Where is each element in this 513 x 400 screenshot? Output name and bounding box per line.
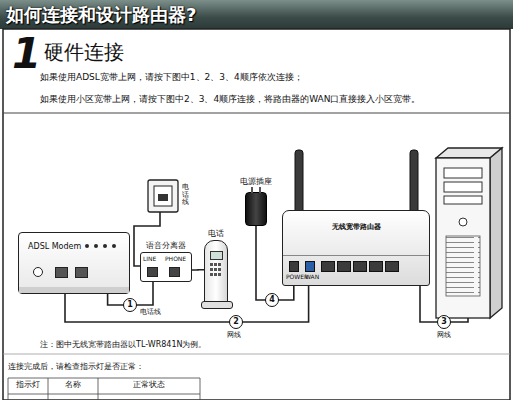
instruction-text: 如果使用小区宽带上网，请按下图中2、3、4顺序连接，将路由器的WAN口直接接入小… <box>40 94 420 105</box>
phone-key <box>218 273 221 276</box>
cable-connector <box>192 269 204 271</box>
port-label: POWER <box>286 273 308 280</box>
cable-label: 电话线 <box>182 184 189 207</box>
divider-line <box>3 354 510 355</box>
phone-key <box>210 268 213 271</box>
phone-base <box>201 301 233 309</box>
note-text: 注：图中无线宽带路由器以TL-WR841N为例。 <box>40 340 207 350</box>
drawing-part <box>158 194 168 201</box>
drawing-part <box>148 180 178 212</box>
phone-key <box>214 268 217 271</box>
node-label: 无线宽带路由器 <box>283 223 429 232</box>
port-label: WAN <box>305 273 319 280</box>
drawing-part <box>444 196 482 204</box>
drawing-part <box>444 182 482 192</box>
drawing-part <box>48 378 49 400</box>
router-port <box>337 261 351 272</box>
modem-base <box>19 287 129 293</box>
modem-port <box>55 267 68 278</box>
step-number: 1 <box>12 32 41 76</box>
modem-led <box>103 244 107 248</box>
status-table-grid <box>8 378 200 400</box>
router-port <box>353 261 367 272</box>
page-title: 如何连接和设计路由器? <box>6 4 196 25</box>
drawing-part <box>98 378 99 400</box>
drawing-part <box>446 236 480 296</box>
power-adapter: 电源插座 <box>240 176 272 226</box>
plug-prong <box>259 187 261 193</box>
pc-tower <box>436 148 502 318</box>
divider-line <box>3 113 510 114</box>
page-frame <box>3 29 510 400</box>
drawing-part <box>8 378 9 400</box>
drawing-part <box>490 148 502 318</box>
drawing-part <box>295 150 303 214</box>
drawing-part <box>459 218 467 226</box>
section-heading: 硬件连接 <box>44 40 124 64</box>
node-label: ADSL Modem <box>28 242 81 252</box>
phone-key <box>214 263 217 266</box>
phone-line-wire <box>134 212 160 266</box>
modem-led <box>112 244 116 248</box>
phone-key <box>214 273 217 276</box>
drawing-part <box>200 378 201 400</box>
callout-number: 2 <box>229 315 243 329</box>
telephone: 电话 <box>204 228 228 306</box>
telephone-body <box>204 240 228 306</box>
phone-screen <box>210 251 223 260</box>
instruction-text: 连接完成后，请检查指示灯是否正常： <box>8 362 144 372</box>
drawing-part <box>8 394 200 395</box>
power-adapter-body <box>245 192 267 226</box>
plug-prong <box>251 187 253 193</box>
router-port <box>305 261 315 272</box>
instruction-text: 如果使用ADSL宽带上网，请按下图中1、2、3、4顺序依次连接； <box>40 72 303 83</box>
router-port <box>289 261 299 272</box>
table-header: 名称 <box>48 380 98 390</box>
callout-number: 4 <box>265 293 279 307</box>
router-port <box>385 261 399 272</box>
drawing-part <box>410 150 418 214</box>
splitter-port <box>169 267 180 277</box>
table-header: 正常状态 <box>98 380 200 390</box>
phone-key <box>218 263 221 266</box>
router-antennas <box>295 150 418 214</box>
modem-button <box>33 267 43 277</box>
cable-label: 网线 <box>226 331 242 339</box>
node-label: 电源插座 <box>240 176 272 187</box>
modem-led <box>94 244 98 248</box>
node-label: 语音分离器 <box>146 240 186 251</box>
splitter-port <box>147 267 158 277</box>
drawing-part <box>436 158 490 318</box>
phone-key <box>218 268 221 271</box>
phone-key <box>210 273 213 276</box>
callout-number: 1 <box>123 298 137 312</box>
drawing-part <box>444 168 482 178</box>
cable-label: 电话线 <box>139 308 162 316</box>
cable-label: 网线 <box>436 331 452 339</box>
phone-key <box>210 263 213 266</box>
router-port <box>369 261 383 272</box>
adsl-modem: ADSL Modem <box>18 232 130 294</box>
router-edge <box>283 255 429 256</box>
table-header: 指示灯 <box>8 380 48 390</box>
port-label: LINE <box>143 255 156 262</box>
drawing-part <box>154 186 172 206</box>
port-label: PHONE <box>165 255 186 262</box>
modem-port <box>75 267 88 278</box>
wall-socket <box>148 180 178 212</box>
modem-led <box>85 244 89 248</box>
callout-number: 3 <box>437 315 451 329</box>
drawing-part <box>8 378 200 379</box>
router-port <box>321 261 335 272</box>
node-label: 电话 <box>208 228 224 239</box>
